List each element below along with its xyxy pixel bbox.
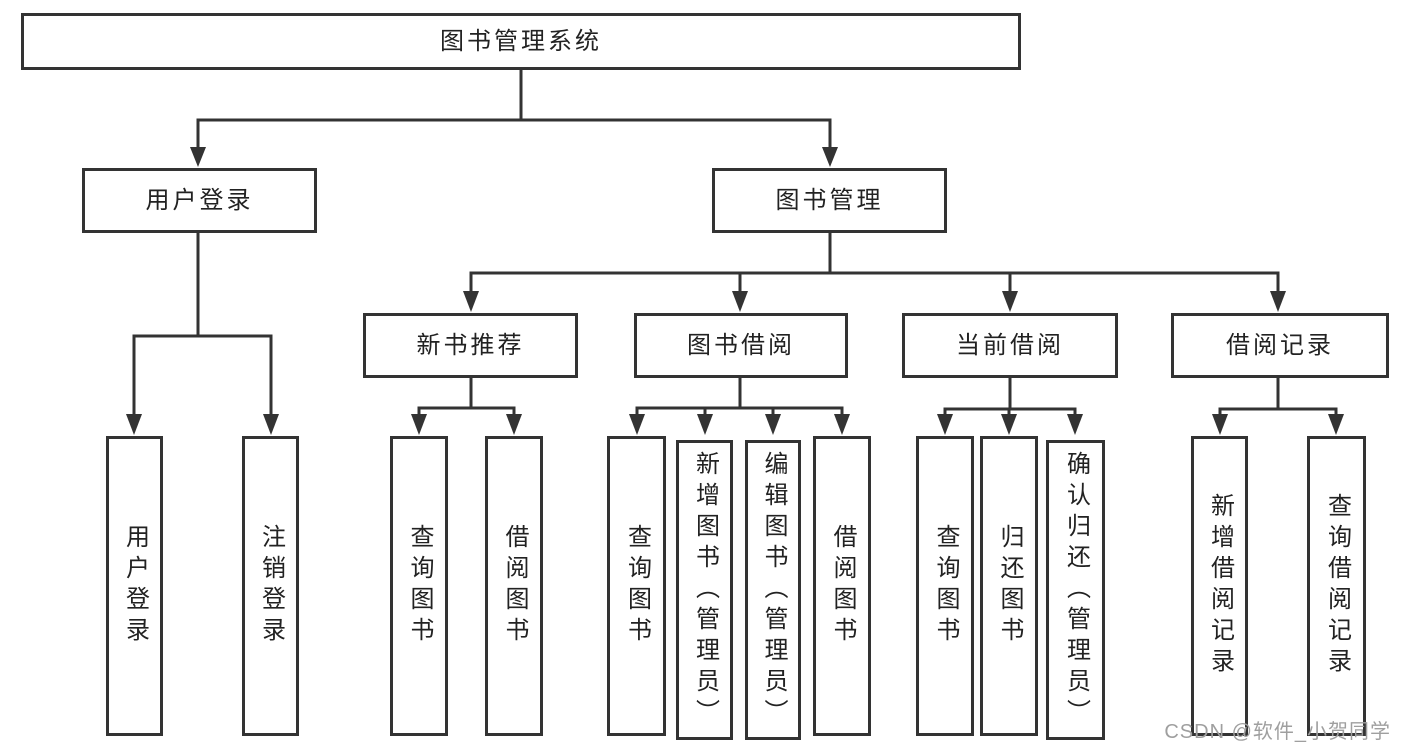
node-label: 确认归还（管理员） — [1062, 450, 1090, 730]
connector-book-management-children — [469, 231, 1280, 296]
node-label: 新书推荐 — [416, 331, 525, 359]
connector-new-book-children — [417, 376, 516, 420]
node-user-login: 用户登录 — [82, 168, 317, 233]
node-leaf-confirm-return-admin: 确认归还（管理员） — [1046, 440, 1105, 740]
csdn-watermark: CSDN @软件_小贺同学 — [1164, 721, 1391, 743]
connector-user-login-children — [132, 231, 273, 420]
node-new-book-recommendation: 新书推荐 — [363, 313, 578, 378]
connector-current-borrowing-children — [943, 376, 1077, 420]
node-book-borrowing: 图书借阅 — [634, 313, 848, 378]
connector-borrow-records-children — [1218, 376, 1338, 420]
node-leaf-borrow-books: 借阅图书 — [813, 436, 871, 736]
node-leaf-user-login: 用户登录 — [106, 436, 163, 736]
node-leaf-add-books-admin: 新增图书（管理员） — [676, 440, 733, 740]
node-leaf-borrow-books-recommend: 借阅图书 — [485, 436, 543, 736]
node-label: 借阅图书 — [501, 524, 528, 648]
node-leaf-edit-books-admin: 编辑图书（管理员） — [745, 440, 801, 740]
node-leaf-query-books-borrowing: 查询图书 — [607, 436, 666, 736]
node-leaf-logout: 注销登录 — [242, 436, 299, 736]
node-label: 用户登录 — [121, 524, 149, 648]
node-label: 新增借阅记录 — [1206, 493, 1234, 679]
node-label: 用户登录 — [145, 186, 254, 214]
node-label: 图书借阅 — [687, 331, 795, 359]
node-label: 编辑图书（管理员） — [760, 450, 787, 730]
node-leaf-query-books-recommend: 查询图书 — [390, 436, 448, 736]
node-book-management: 图书管理 — [712, 168, 947, 233]
node-label: 查询图书 — [406, 524, 433, 648]
node-label: 图书管理系统 — [440, 27, 602, 55]
node-leaf-query-books-current: 查询图书 — [916, 436, 974, 736]
connector-book-borrowing-children — [635, 376, 844, 420]
node-label: 查询图书 — [932, 524, 959, 648]
node-current-borrowing: 当前借阅 — [902, 313, 1118, 378]
node-label: 借阅图书 — [829, 524, 856, 648]
connector-root-to-level2 — [196, 67, 832, 152]
node-label: 当前借阅 — [956, 331, 1064, 359]
node-label: 查询借阅记录 — [1323, 493, 1351, 679]
node-library-management-system: 图书管理系统 — [21, 13, 1021, 70]
node-label: 注销登录 — [257, 524, 285, 648]
node-label: 归还图书 — [996, 524, 1023, 648]
node-label: 图书管理 — [775, 186, 884, 214]
node-leaf-return-books: 归还图书 — [980, 436, 1038, 736]
node-label: 借阅记录 — [1226, 331, 1334, 359]
node-leaf-add-borrow-record: 新增借阅记录 — [1191, 436, 1248, 736]
node-label: 新增图书（管理员） — [691, 450, 719, 730]
node-leaf-query-borrow-record: 查询借阅记录 — [1307, 436, 1366, 736]
node-borrow-records: 借阅记录 — [1171, 313, 1389, 378]
arrowheads — [126, 147, 1344, 435]
node-label: 查询图书 — [623, 524, 651, 648]
